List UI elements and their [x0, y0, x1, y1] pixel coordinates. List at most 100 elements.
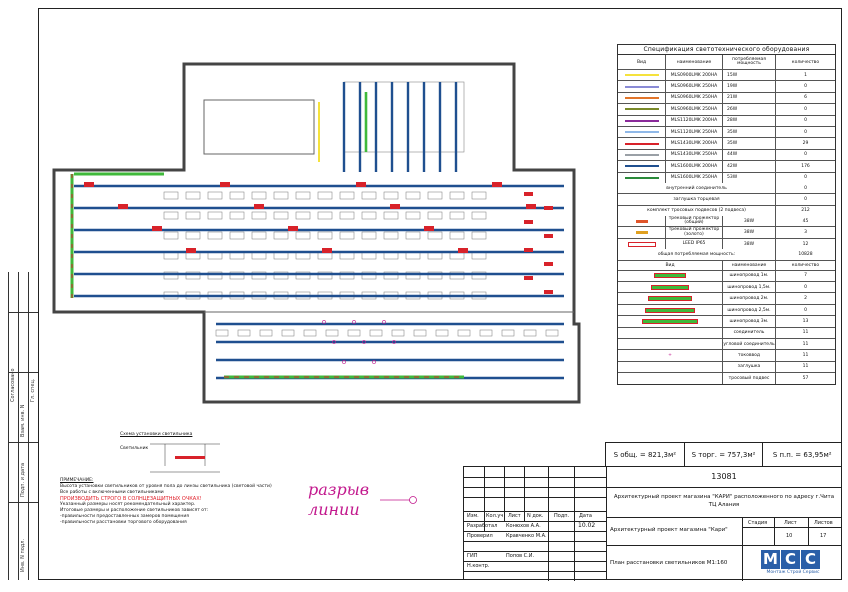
shelf: [251, 191, 267, 200]
detail-title: Схема установки светильника: [120, 432, 193, 437]
fixture-model: MLS1120LMK 200HA: [666, 115, 723, 126]
shelf: [317, 211, 333, 220]
project-title: Архитектурный проект магазина "КАРИ" рас…: [613, 494, 835, 508]
header-cell: наименование: [723, 260, 776, 270]
sheet-number: 10: [786, 533, 793, 539]
component-label: внутренний соединитель: [618, 182, 776, 194]
logo-letter: С: [801, 550, 820, 569]
fixture-power: 28W: [723, 115, 776, 126]
shelf: [163, 231, 179, 240]
fixture-qty: 0: [804, 84, 807, 90]
shelf: [405, 191, 421, 200]
header-cell: Вид: [618, 260, 723, 270]
spec-table-title: Спецификация светотехнического оборудова…: [618, 45, 835, 55]
fixture-swatch: [624, 85, 659, 88]
track-icon: [635, 231, 648, 235]
accessory-row: шинопровод 2м.2: [618, 293, 835, 305]
accessory-icon-cell: [618, 338, 723, 350]
accessory-qty: 0: [804, 284, 807, 290]
busbar-icon: [651, 284, 689, 290]
shelf: [237, 329, 251, 337]
busbar-icon: [648, 296, 692, 302]
shelf: [207, 271, 223, 280]
shelf: [361, 231, 377, 240]
feeder-icon: +: [668, 353, 672, 359]
col-header: Кол.уч: [486, 513, 504, 519]
accessory-icon-cell: +: [618, 350, 723, 361]
track-qty: 45: [802, 218, 809, 224]
break-text-line: линии: [308, 500, 360, 519]
fixture-swatch: [624, 74, 659, 77]
fixture-swatch-cell: [618, 126, 666, 138]
side-stamp-label: Инв. N подл.: [20, 538, 26, 572]
break-marker: [380, 496, 417, 504]
shelf: [479, 329, 493, 337]
fixture-qty: 0: [804, 118, 807, 124]
light-red: [390, 204, 400, 209]
feeder-point: [362, 340, 366, 344]
accessory-row: шинопровод 1м.7: [618, 270, 835, 283]
track-icon: [627, 241, 656, 247]
accessory-qty: 11: [802, 353, 809, 359]
shelf: [185, 231, 201, 240]
light-red: [544, 206, 553, 210]
accessory-row: шинопровод 2,5м.0: [618, 304, 835, 317]
logo-subtitle: Монтаж Строй Сервис: [766, 570, 820, 575]
mounting-detail: Схема установки светильника Светильник: [120, 432, 230, 476]
component-qty: 0: [804, 185, 807, 191]
fixture-model: MLS0960LMK 250HA: [666, 104, 723, 115]
shelf: [405, 211, 421, 220]
fixture-swatch-cell: [618, 81, 666, 92]
stage-title: Архитектурный проект магазина "Кари": [610, 527, 728, 533]
track-qty: 3: [804, 230, 807, 236]
fixture-swatch-cell: [618, 172, 666, 183]
component-label: заглушка торцевая: [618, 194, 776, 205]
shelf: [185, 211, 201, 220]
accessory-icon-cell: [618, 361, 723, 373]
accessory-label: шинопровод 1м.: [723, 270, 776, 282]
shelf: [501, 329, 515, 337]
shelf: [259, 329, 273, 337]
fixture-swatch: [624, 131, 659, 134]
feeder-point: [322, 320, 326, 324]
shelf: [295, 271, 311, 280]
fixture-power: 35W: [723, 138, 776, 149]
logo-letter: М: [761, 550, 780, 569]
track-qty: 12: [802, 241, 809, 247]
accessory-label: соединитель: [723, 327, 776, 338]
shelf: [383, 191, 399, 200]
sheet-frame: [38, 8, 842, 580]
shelf: [449, 211, 465, 220]
shelf: [471, 211, 487, 220]
component-qty: 212: [801, 208, 810, 214]
shelf: [471, 271, 487, 280]
fixture-model: MLS1430LMK 200HA: [666, 138, 723, 149]
sheet-title: План расстановки светильников М1:160: [610, 560, 728, 566]
light-red: [322, 248, 332, 253]
component-row: внутренний соединитель 0: [618, 182, 835, 195]
shelf: [207, 231, 223, 240]
accessory-icon-cell: [618, 293, 723, 304]
accessory-label: токоввод: [723, 350, 776, 361]
note-line: -правильности расстановки торгового обор…: [60, 520, 187, 525]
accessory-icon-cell: [618, 327, 723, 338]
shelf: [523, 329, 537, 337]
fixture-power: 44W: [723, 149, 776, 161]
role-label: Проверил: [467, 533, 493, 539]
light-red: [288, 226, 298, 231]
accessory-row: + токоввод 11: [618, 350, 835, 362]
light-red: [544, 234, 553, 238]
header-cell: количество: [791, 262, 820, 268]
fixture-swatch-cell: [618, 161, 666, 172]
shelf: [383, 271, 399, 280]
fixture-power: 35W: [723, 126, 776, 138]
